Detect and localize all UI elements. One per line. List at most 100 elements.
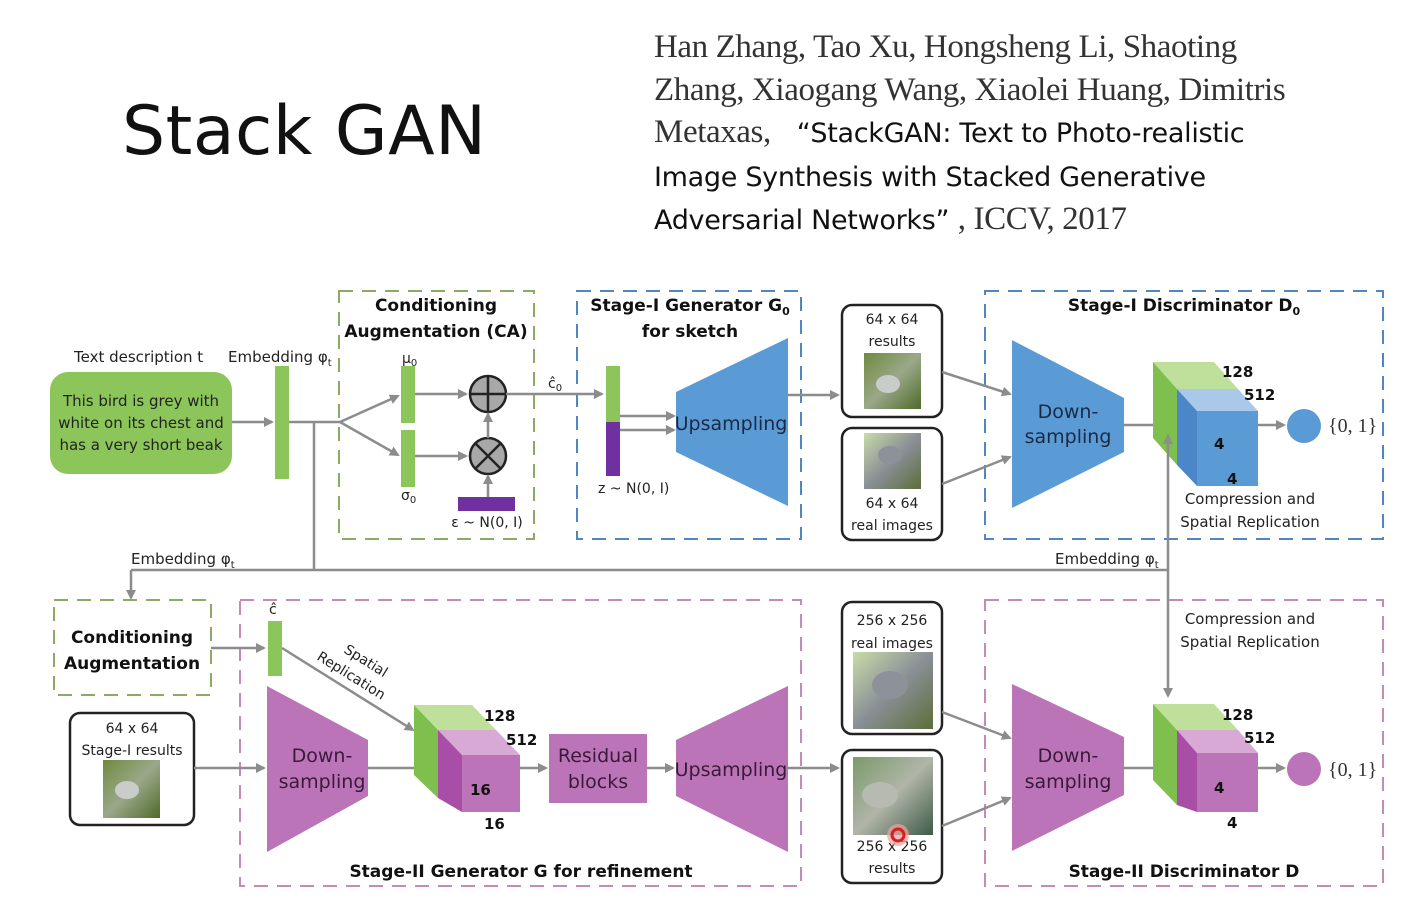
ca-title-line-1: Conditioning [375, 296, 497, 316]
stage2-results-line-1: 256 x 256 [857, 839, 928, 855]
sigma-vector [401, 430, 415, 487]
bird-silhouette [115, 781, 139, 799]
text-description-line-2: white on its chest and [58, 414, 224, 432]
embedding-label: Embedding φt [228, 348, 332, 369]
citation-paper-title-3: Adversarial Networks” [654, 205, 950, 236]
stage1-input-line-2: Stage-I results [82, 743, 183, 759]
stage2-real-line-2: real images [851, 636, 933, 652]
stage1-upsampling-block [676, 338, 788, 506]
stage1-cube-dim-128: 128 [1222, 363, 1253, 381]
stage1-input-line-1: 64 x 64 [106, 721, 159, 737]
embedding-left-text: Embedding φ [131, 550, 231, 568]
mu-vector [401, 366, 415, 423]
stage1-results-line-1: 64 x 64 [866, 312, 919, 328]
text-description-label: Text description t [73, 348, 203, 366]
stage2-compression-line-2: Spatial Replication [1180, 633, 1319, 651]
stage2-real-line-1: 256 x 256 [857, 613, 928, 629]
slide-title: Stack GAN [122, 92, 487, 171]
embedding-left-sub: t [231, 560, 235, 571]
arrow-256-results-to-disc2 [941, 796, 1012, 828]
c0-vector [606, 366, 620, 422]
stage2-discrim-downsampling-line-2: sampling [1025, 771, 1112, 793]
stage1-real-line-1: 64 x 64 [866, 496, 919, 512]
ca-box-border [338, 290, 535, 540]
stage2-output-label: {0, 1} [1328, 759, 1377, 781]
stage2-discrim-downsampling-line-1: Down- [1038, 745, 1099, 767]
embedding-right-text: Embedding φ [1055, 550, 1155, 568]
ca2-title-line-2: Augmentation [64, 654, 200, 674]
stage1-cube-dim-4-depth: 4 [1214, 435, 1224, 453]
stage1-downsampling-line-2: sampling [1025, 426, 1112, 448]
stage2-upsampling-block [676, 686, 788, 852]
stage1-downsampling-line-1: Down- [1038, 401, 1099, 423]
embedding-vector [275, 366, 289, 479]
c-hat-label: ĉ [269, 602, 277, 618]
stage2-generator-box-border [239, 599, 802, 887]
ca-title-line-2: Augmentation (CA) [344, 322, 527, 342]
c0-hat-symbol: ĉ [548, 376, 556, 392]
stage1-discriminator-title-text: Stage-I Discriminator D [1068, 296, 1293, 316]
text-description-line-3: has a very short beak [59, 436, 222, 454]
citation-authors-1: Han Zhang, Tao Xu, Hongsheng Li, Shaotin… [654, 29, 1237, 65]
stage2-disc-cube-dim-512: 512 [1244, 729, 1275, 747]
embedding-right-label: Embedding φt [1055, 550, 1159, 571]
c-vector [268, 621, 282, 676]
stage2-cube-dim-16-depth: 16 [470, 781, 491, 799]
bird-silhouette [878, 446, 902, 464]
ca2-box-border [53, 599, 212, 696]
ca2-title-line-1: Conditioning [71, 628, 193, 648]
stage2-generator-feature-cube [414, 705, 520, 812]
stage2-output-node [1287, 752, 1321, 786]
stage1-generator-title-sub: 0 [782, 305, 790, 318]
stage2-disc-cube-dim-4-width: 4 [1227, 814, 1237, 832]
stage2-discrim-downsampling-block [1012, 684, 1124, 851]
stage1-generator-box-border [576, 290, 802, 540]
embedding-label-sub: t [328, 358, 332, 369]
sigma-symbol: σ [401, 488, 410, 504]
plus-operator-icon [468, 374, 508, 414]
citation-paper-title-1: “StackGAN: Text to Photo-realistic [796, 118, 1245, 149]
stage2-downsampling-block [267, 686, 368, 852]
stage1-cube-dim-4-width: 4 [1227, 470, 1237, 488]
citation-authors-2: Zhang, Xiaogang Wang, Xiaolei Huang, Dim… [654, 71, 1286, 108]
stage2-cube-dim-128: 128 [484, 707, 515, 725]
citation-paper-title-2: Image Synthesis with Stacked Generative [654, 161, 1206, 193]
embedding-left-label: Embedding φt [131, 550, 235, 571]
mu-symbol: μ [402, 351, 411, 367]
residual-blocks-line-1: Residual [558, 745, 638, 767]
stage2-downsampling-line-2: sampling [279, 771, 366, 793]
stage2-downsampling-line-1: Down- [292, 745, 353, 767]
bird-silhouette [872, 671, 908, 699]
citation-authors-3: Metaxas, [654, 114, 771, 150]
stage2-cube-dim-512: 512 [506, 731, 537, 749]
citation: Han Zhang, Tao Xu, Hongsheng Li, Shaotin… [654, 26, 1354, 242]
c0-sub: 0 [556, 383, 562, 394]
mu-sub: 0 [411, 358, 417, 369]
stage2-disc-cube-dim-128: 128 [1222, 706, 1253, 724]
c0-hat-label: ĉ0 [548, 376, 562, 394]
bird-silhouette [862, 782, 898, 808]
stage2-upsampling-label: Upsampling [675, 759, 788, 781]
stage1-output-label: {0, 1} [1328, 415, 1377, 437]
stage1-cube-dim-512: 512 [1244, 386, 1275, 404]
epsilon-label: ε ~ N(0, I) [451, 515, 523, 531]
cursor-indicator-icon [887, 824, 909, 846]
stage1-output-node [1287, 409, 1321, 443]
multiply-operator-icon [468, 436, 508, 476]
arrow-real-to-disc1 [941, 455, 1012, 486]
embedding-label-text: Embedding φ [228, 348, 328, 366]
stage1-compression-line-2: Spatial Replication [1180, 513, 1319, 531]
stage1-results-line-2: results [869, 334, 916, 350]
stage1-real-line-2: real images [851, 518, 933, 534]
arrow-results-to-disc1 [941, 370, 1012, 397]
arrow-256-real-to-disc2 [941, 710, 1012, 740]
stage2-discriminator-feature-cube [1153, 704, 1258, 812]
stage1-generator-title-text: Stage-I Generator G [590, 296, 782, 316]
residual-blocks-line-2: blocks [568, 771, 628, 793]
bird-silhouette [876, 375, 900, 393]
stage2-discriminator-box-border [984, 599, 1384, 887]
stage1-compression-line-1: Compression and [1185, 490, 1315, 508]
sigma-label: σ0 [401, 488, 416, 506]
text-description-box [50, 372, 232, 474]
